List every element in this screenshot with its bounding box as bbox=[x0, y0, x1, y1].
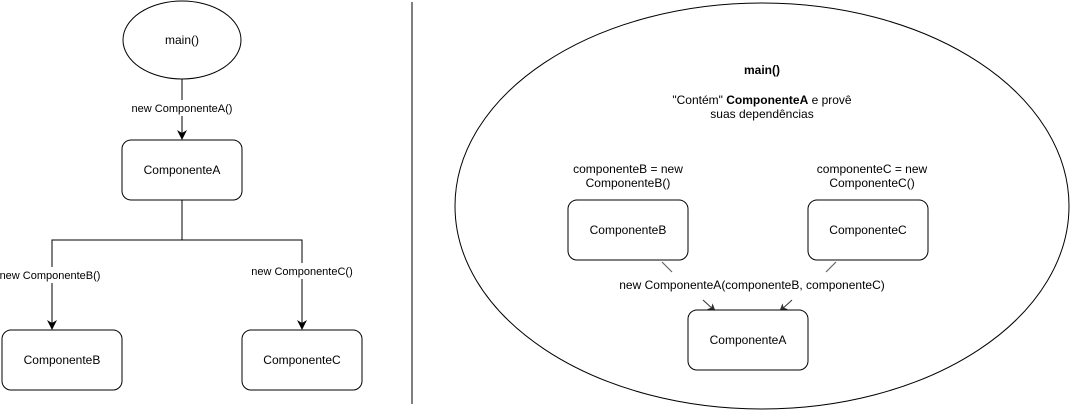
right-component-c-label: ComponenteC bbox=[829, 223, 907, 237]
dep-c-upper-segment bbox=[825, 261, 837, 273]
left-component-a-node: ComponenteA bbox=[121, 139, 243, 201]
right-main-title: main() bbox=[744, 63, 780, 77]
right-component-a-label: ComponenteA bbox=[710, 333, 787, 347]
left-component-b-node: ComponenteB bbox=[1, 329, 123, 391]
right-description-line1: "Contém" ComponenteA e provê bbox=[672, 93, 852, 107]
right-component-b-node: ComponenteB bbox=[567, 199, 689, 261]
edge-label-new-b: new ComponenteB() bbox=[0, 270, 100, 282]
right-component-c-node: ComponenteC bbox=[807, 199, 929, 261]
left-component-c-node: ComponenteC bbox=[241, 329, 363, 391]
dep-c-arrow bbox=[779, 299, 793, 312]
right-component-b-label: ComponenteB bbox=[590, 223, 667, 237]
assign-c-line2: ComponenteC() bbox=[829, 176, 914, 190]
right-diagram: main() "Contém" ComponenteA e provê suas… bbox=[454, 2, 1070, 410]
right-description-line2: suas dependências bbox=[710, 107, 813, 121]
left-component-a-label: ComponenteA bbox=[144, 163, 221, 177]
right-component-a-node: ComponenteA bbox=[687, 309, 809, 371]
dep-b-arrow bbox=[702, 299, 716, 312]
assign-b-line1: componenteB = new bbox=[573, 162, 683, 176]
assign-b-line2: ComponenteB() bbox=[586, 176, 671, 190]
left-component-c-label: ComponenteC bbox=[263, 353, 341, 367]
left-main-label: main() bbox=[165, 33, 199, 47]
edge-a-to-c bbox=[182, 239, 307, 330]
edge-label-new-a: new ComponenteA() bbox=[132, 103, 233, 115]
dep-b-upper-segment bbox=[661, 261, 673, 273]
constructor-call-label: new ComponenteA(componenteB, componenteC… bbox=[619, 278, 885, 292]
right-main-scope bbox=[454, 2, 1070, 410]
left-diagram: main() new ComponenteA() ComponenteA new… bbox=[0, 0, 363, 391]
left-component-b-label: ComponenteB bbox=[24, 353, 101, 367]
edge-label-new-c: new ComponenteC() bbox=[251, 266, 353, 278]
left-main-node: main() bbox=[122, 0, 242, 80]
edge-a-to-b bbox=[47, 200, 183, 330]
assign-c-line1: componenteC = new bbox=[817, 162, 928, 176]
